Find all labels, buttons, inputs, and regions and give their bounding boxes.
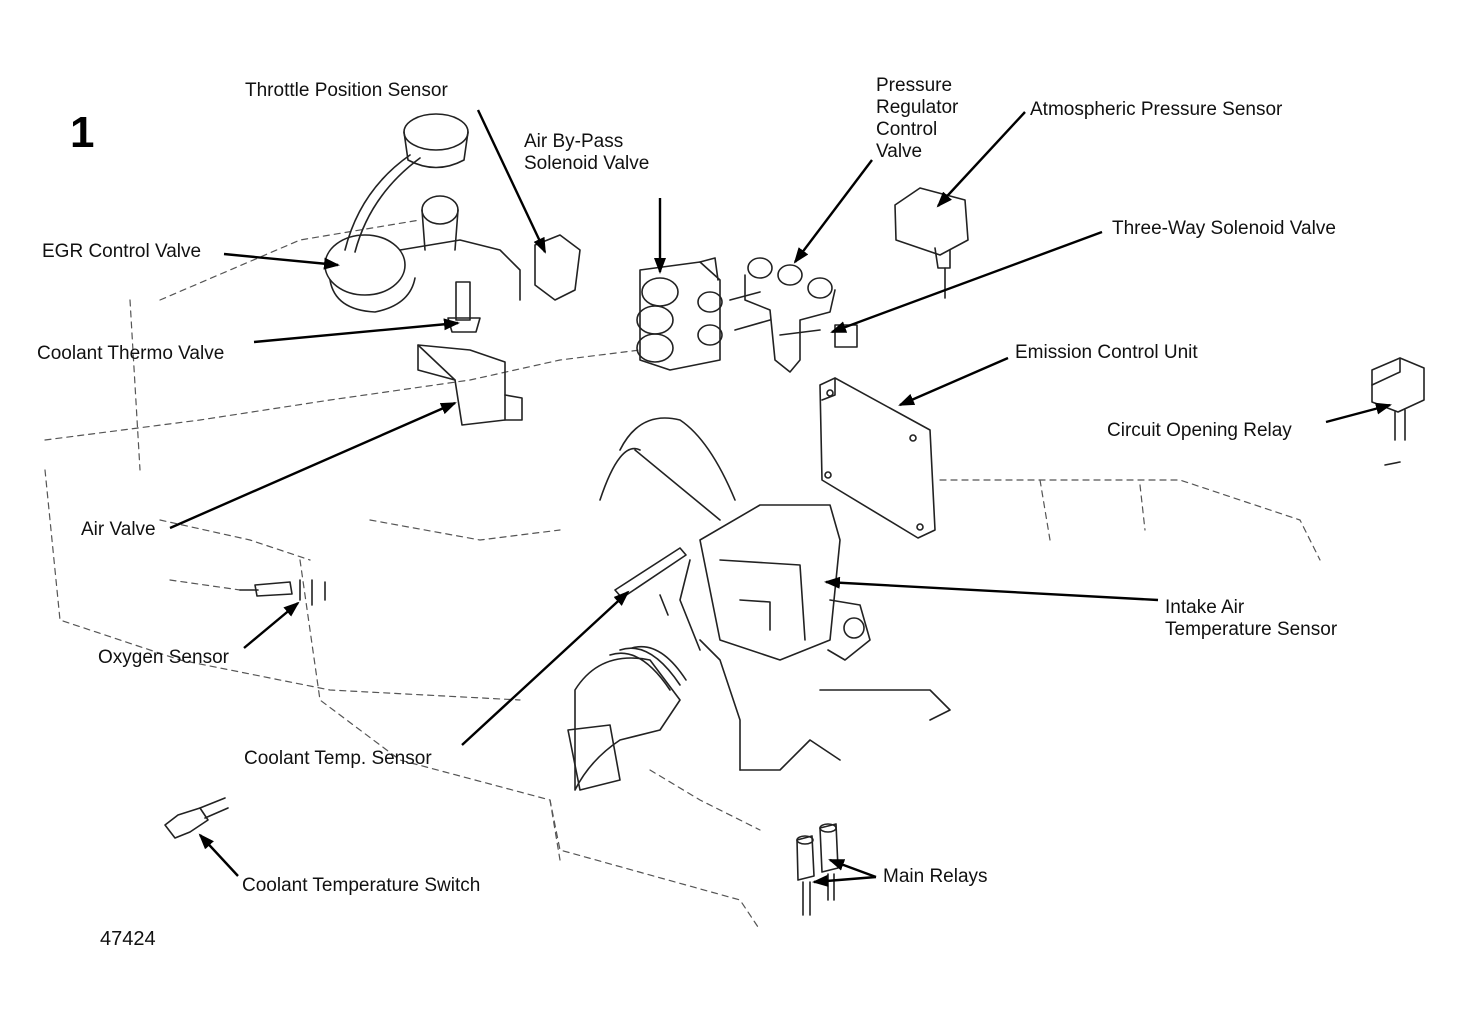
leader-coolant-temperature-switch	[198, 833, 239, 877]
label-three-way-solenoid-valve: Three-Way Solenoid Valve	[1112, 218, 1336, 239]
label-intake-air-temp-line1: Intake Air	[1165, 597, 1245, 618]
leader-egr-control-valve	[223, 252, 340, 270]
leader-coolant-thermo-valve	[253, 318, 460, 344]
label-main-relays: Main Relays	[883, 866, 988, 887]
label-circuit-opening-relay: Circuit Opening Relay	[1107, 420, 1292, 441]
label-atmospheric-pressure-sensor: Atmospheric Pressure Sensor	[1030, 99, 1283, 120]
engine-line-art	[44, 113, 1425, 931]
leader-circuit-opening-relay	[1325, 402, 1392, 424]
label-coolant-temp-sensor: Coolant Temp. Sensor	[244, 748, 432, 769]
label-air-bypass-line2: Solenoid Valve	[524, 153, 650, 174]
leader-emission-control-unit	[898, 356, 1009, 407]
label-air-bypass-line1: Air By-Pass	[524, 131, 624, 152]
label-throttle-position-sensor: Throttle Position Sensor	[245, 80, 448, 101]
leader-pressure-regulator	[793, 159, 873, 264]
leader-coolant-temp-sensor	[461, 590, 630, 746]
figure-number: 1	[70, 108, 95, 157]
label-pressure-regulator-line3: Control	[876, 119, 938, 140]
leader-intake-air-temp-sensor	[824, 576, 1159, 602]
leader-main-relays-1	[828, 858, 877, 879]
label-coolant-thermo-valve: Coolant Thermo Valve	[37, 343, 225, 364]
leader-oxygen-sensor	[243, 601, 300, 649]
label-pressure-regulator-line4: Valve	[876, 141, 923, 162]
figure-reference-number: 47424	[100, 928, 156, 950]
label-coolant-temperature-switch: Coolant Temperature Switch	[242, 875, 481, 896]
leader-three-way-solenoid	[830, 230, 1103, 334]
label-oxygen-sensor: Oxygen Sensor	[98, 647, 229, 668]
leader-atmospheric-pressure-sensor	[936, 111, 1026, 208]
leader-main-relays-2	[812, 874, 877, 887]
label-egr-control-valve: EGR Control Valve	[42, 241, 202, 262]
leader-air-valve	[169, 401, 457, 530]
leader-lines	[169, 109, 1392, 887]
label-pressure-regulator-line1: Pressure	[876, 75, 953, 96]
label-intake-air-temp-line2: Temperature Sensor	[1165, 619, 1338, 640]
label-air-valve: Air Valve	[81, 519, 156, 540]
label-emission-control-unit: Emission Control Unit	[1015, 342, 1198, 363]
leader-throttle-position-sensor	[476, 109, 547, 254]
label-pressure-regulator-line2: Regulator	[876, 97, 959, 118]
